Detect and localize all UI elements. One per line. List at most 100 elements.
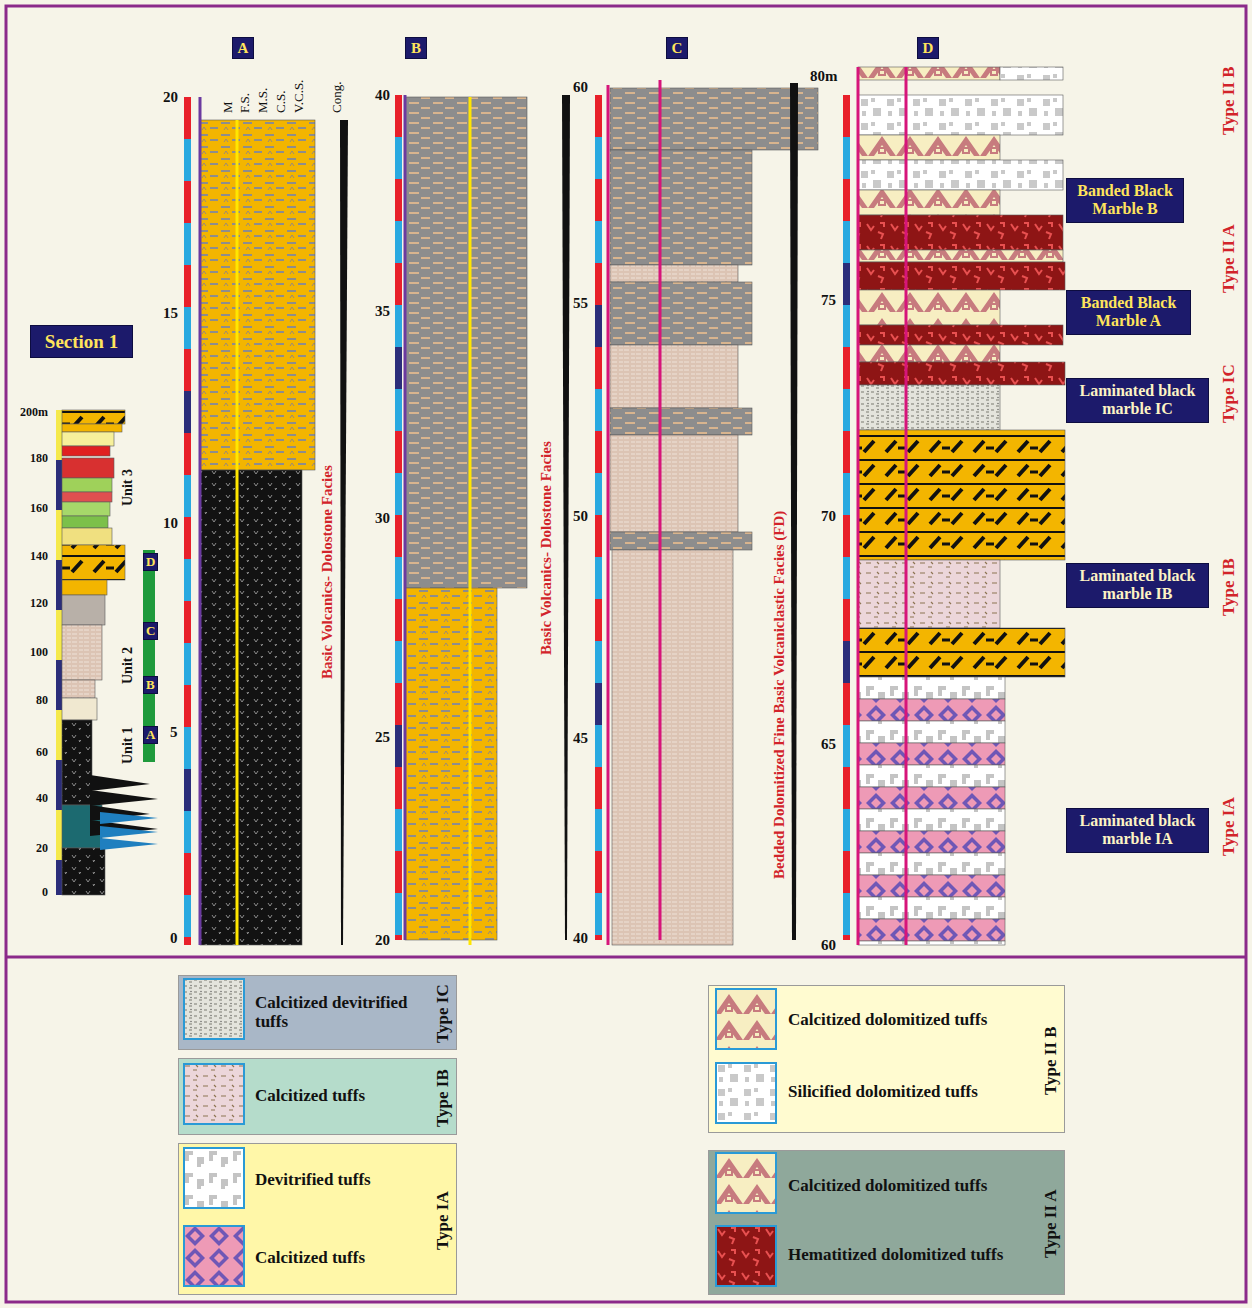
scale-segment xyxy=(843,599,850,641)
box-text: Banded Black Marble B xyxy=(1071,182,1179,219)
depth-number: 5 xyxy=(170,724,178,741)
column-header: C xyxy=(666,37,688,59)
section-title: Section 1 xyxy=(30,325,133,358)
volcanic-spike xyxy=(100,826,158,838)
scale-segment xyxy=(843,935,850,940)
column-d-layer xyxy=(858,190,1000,215)
swatch-fill xyxy=(184,1064,244,1124)
depth-number: 15 xyxy=(163,305,178,322)
swatch-fill xyxy=(716,1063,776,1123)
column-d-layer xyxy=(858,941,1005,945)
depth-number: 20 xyxy=(36,842,48,855)
depth-number: 180 xyxy=(30,452,48,465)
grain-size-label: F.S. xyxy=(238,93,252,113)
section-layer xyxy=(62,848,105,895)
section-layer xyxy=(62,580,107,595)
swatch-fill xyxy=(716,1226,776,1286)
box-text: A xyxy=(238,40,249,57)
column-d-layer xyxy=(858,919,1005,941)
scale-segment xyxy=(595,935,602,940)
column-c-layer xyxy=(610,88,818,150)
volcanic-spike xyxy=(100,812,158,824)
scale-segment xyxy=(395,347,402,389)
legend-text: Calcitized tuffs xyxy=(255,1086,365,1106)
section-layer xyxy=(62,492,112,502)
section-layer xyxy=(62,698,97,720)
unit-label: Unit 3 xyxy=(120,469,135,506)
scale-segment xyxy=(595,305,602,347)
depth-number: 45 xyxy=(573,730,588,747)
scale-segment xyxy=(595,641,602,683)
profile-line xyxy=(659,80,662,940)
section-layer xyxy=(62,410,125,424)
marble-label: Laminated black marble IB xyxy=(1066,563,1209,608)
section-layer xyxy=(62,545,125,580)
column-d-layer xyxy=(858,160,1063,190)
scale-segment xyxy=(843,809,850,851)
scale-segment xyxy=(395,641,402,683)
column-d-layer xyxy=(858,765,1005,787)
grain-size-label: M xyxy=(221,101,235,113)
depth-number: 120 xyxy=(30,597,48,610)
volcanic-spike xyxy=(90,790,158,806)
legend-text: Calcitized tuffs xyxy=(255,1248,365,1268)
scale-segment xyxy=(395,179,402,221)
scale-segment xyxy=(184,853,191,895)
section-layer xyxy=(62,458,114,478)
depth-number: 65 xyxy=(821,736,836,753)
scale-segment xyxy=(56,760,62,810)
column-d-layer xyxy=(858,430,1065,560)
column-header: D xyxy=(917,37,939,59)
scale-segment xyxy=(595,473,602,515)
scale-segment xyxy=(395,137,402,179)
section-layer xyxy=(62,502,110,516)
scale-segment xyxy=(56,810,62,860)
legend-swatch xyxy=(183,1063,245,1125)
column-a-layer xyxy=(200,120,315,470)
sample-marker: D xyxy=(143,553,158,571)
scale-segment xyxy=(843,389,850,431)
scale-segment xyxy=(595,725,602,767)
depth-number: 70 xyxy=(821,508,836,525)
legend-swatch xyxy=(183,1147,245,1209)
depth-number: 75 xyxy=(821,292,836,309)
scale-segment xyxy=(184,139,191,181)
box-text: C xyxy=(146,623,155,639)
scale-segment xyxy=(843,725,850,767)
section-layer xyxy=(62,528,112,545)
column-c-layer xyxy=(610,150,752,265)
section-layer xyxy=(62,424,122,432)
depth-number: 40 xyxy=(375,87,390,104)
depth-number: 60 xyxy=(573,79,588,96)
swatch-fill xyxy=(716,1153,776,1213)
unit-label: Unit 2 xyxy=(120,647,135,684)
scale-segment xyxy=(395,515,402,557)
profile-line xyxy=(199,97,202,945)
section-layer xyxy=(62,720,92,805)
scale-segment xyxy=(184,895,191,937)
column-d-layer xyxy=(858,787,1005,809)
marble-label: Laminated black marble IA xyxy=(1066,808,1209,853)
depth-number: 50 xyxy=(573,508,588,525)
column-c-layer xyxy=(610,345,738,408)
column-d-layer xyxy=(858,831,1005,853)
profile-line xyxy=(469,97,472,945)
column-d-layer xyxy=(858,250,1063,262)
scale-segment xyxy=(56,660,62,710)
legend-text: Hematitized dolomitized tuffs xyxy=(788,1245,1003,1265)
depth-number: 140 xyxy=(30,550,48,563)
scale-segment xyxy=(595,683,602,725)
scale-segment xyxy=(395,767,402,809)
legend-text: Calcitized dolomitized tuffs xyxy=(788,1010,987,1030)
column-d-layer xyxy=(858,262,1065,290)
scale-segment xyxy=(395,893,402,935)
section-layer xyxy=(62,625,102,680)
column-d-layer xyxy=(858,897,1005,919)
scale-segment xyxy=(184,349,191,391)
rock-layers xyxy=(56,67,1065,945)
column-c-layer xyxy=(610,282,752,345)
depth-number: 0 xyxy=(170,930,178,947)
column-d-layer xyxy=(858,325,1063,345)
legend-text: Calcitized devitrified tuffs xyxy=(255,993,430,1032)
box-text: Laminated black marble IB xyxy=(1071,567,1204,604)
